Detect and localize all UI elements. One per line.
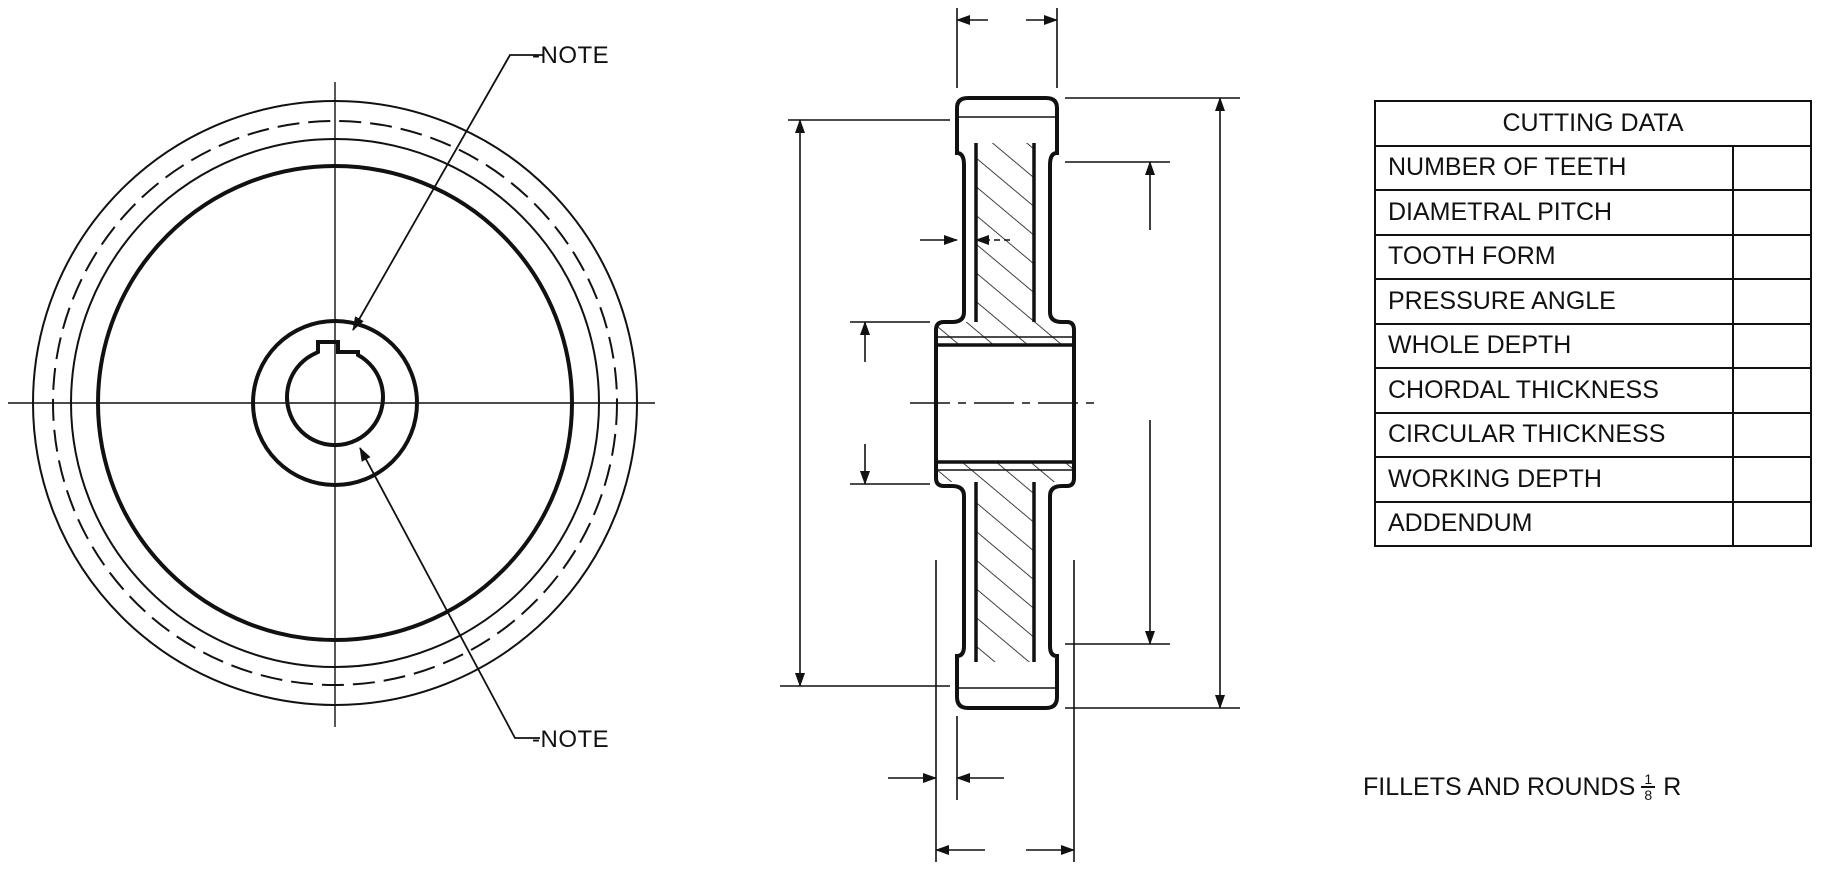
table-row: PRESSURE ANGLE [1374, 278, 1812, 325]
row-value-cell[interactable] [1732, 500, 1812, 547]
row-label: CIRCULAR THICKNESS [1374, 411, 1734, 458]
row-value-cell[interactable] [1732, 367, 1812, 414]
table-row: CIRCULAR THICKNESS [1374, 411, 1812, 458]
row-value-cell[interactable] [1732, 189, 1812, 236]
table-row: TOOTH FORM [1374, 233, 1812, 280]
table-row: ADDENDUM [1374, 500, 1812, 547]
note-top-leader [352, 54, 543, 331]
row-label: CHORDAL THICKNESS [1374, 367, 1734, 414]
table-row: WHOLE DEPTH [1374, 322, 1812, 369]
root-circle [70, 138, 600, 668]
table-row: NUMBER OF TEETH [1374, 144, 1812, 191]
outside-circle [32, 100, 638, 706]
note-top-label: -NOTE [532, 42, 610, 69]
note-bottom-label: -NOTE [532, 726, 610, 753]
row-label: TOOTH FORM [1374, 233, 1734, 280]
row-value-cell[interactable] [1732, 411, 1812, 458]
table-title: CUTTING DATA [1374, 100, 1812, 147]
hub-circle [251, 319, 419, 487]
hatch-upper [936, 143, 1074, 345]
fraction: 1 8 [1641, 771, 1656, 803]
row-label: NUMBER OF TEETH [1374, 144, 1734, 191]
row-value-cell[interactable] [1732, 233, 1812, 280]
row-label: DIAMETRAL PITCH [1374, 189, 1734, 236]
table-row: DIAMETRAL PITCH [1374, 189, 1812, 236]
row-value-cell[interactable] [1732, 144, 1812, 191]
fillets-suffix: R [1663, 772, 1682, 801]
row-value-cell[interactable] [1732, 322, 1812, 369]
table-row: CHORDAL THICKNESS [1374, 367, 1812, 414]
note-bottom-leader [359, 447, 540, 739]
fillets-note: FILLETS AND ROUNDS 1 8 R [1363, 772, 1681, 802]
row-label: WHOLE DEPTH [1374, 322, 1734, 369]
fraction-numerator: 1 [1644, 771, 1653, 787]
row-label: PRESSURE ANGLE [1374, 278, 1734, 325]
table-row: WORKING DEPTH [1374, 456, 1812, 503]
row-label: WORKING DEPTH [1374, 456, 1734, 503]
keyed-bore [285, 340, 385, 448]
row-value-cell[interactable] [1732, 278, 1812, 325]
fillets-text: FILLETS AND ROUNDS [1363, 772, 1636, 801]
front-view [8, 54, 655, 739]
pitch-circle [52, 120, 618, 686]
row-value-cell[interactable] [1732, 456, 1812, 503]
dimension-lines [780, 8, 1240, 862]
web-circle [96, 164, 574, 642]
row-label: ADDENDUM [1374, 500, 1734, 547]
cutting-data-table: CUTTING DATA NUMBER OF TEETH DIAMETRAL P… [1374, 100, 1812, 547]
section-view [910, 96, 1100, 710]
section-outline [934, 96, 1076, 710]
fraction-denominator: 8 [1644, 787, 1653, 803]
hatch-lower [936, 462, 1074, 662]
